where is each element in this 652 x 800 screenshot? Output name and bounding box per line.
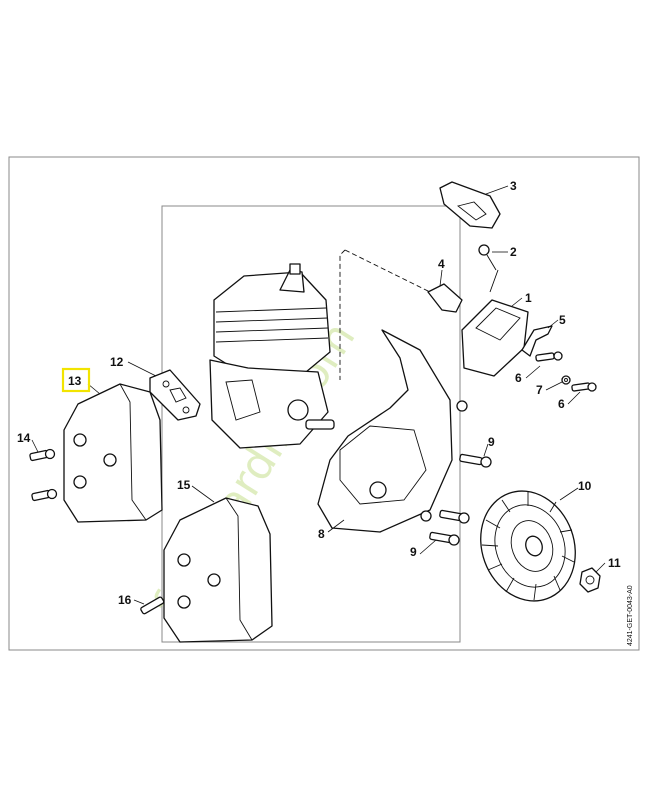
label-11: 11 (608, 556, 621, 570)
label-14: 14 (17, 431, 31, 445)
part-2-spring (478, 244, 497, 271)
dashed-leader (339, 249, 346, 380)
label-9b: 9 (410, 545, 417, 559)
label-7: 7 (536, 383, 543, 397)
part-10-flywheel (480, 490, 576, 602)
screw-9-upper (459, 453, 492, 468)
part-8-fan-housing (317, 329, 468, 533)
highlight-box (61, 367, 91, 393)
outer-frame (8, 156, 640, 651)
screw-14-lower (31, 488, 58, 502)
part-15-muffler (163, 497, 273, 643)
screw-6-lower (571, 382, 597, 392)
label-5: 5 (559, 313, 566, 327)
part-4-bracket (427, 283, 463, 313)
washer-7 (561, 375, 571, 385)
label-10: 10 (578, 479, 592, 493)
leader-lines (31, 185, 606, 605)
label-8: 8 (318, 527, 325, 541)
label-4: 4 (438, 257, 445, 271)
label-12: 12 (110, 355, 124, 369)
label-9a: 9 (488, 435, 495, 449)
part-labels: 1 2 3 4 5 6 7 6 8 9 9 10 11 12 13 14 15 … (17, 179, 621, 607)
part-1-ignition-module (461, 269, 529, 377)
part-3-cover (439, 181, 501, 229)
screw-6-upper (535, 351, 563, 362)
screw-9-middle (439, 509, 470, 524)
part-5-clip (521, 325, 553, 357)
label-15: 15 (177, 478, 191, 492)
label-6a: 6 (515, 371, 522, 385)
part-16-stud (140, 596, 165, 615)
label-2: 2 (510, 245, 517, 259)
engine-cylinder (209, 263, 335, 449)
inner-frame (161, 205, 461, 643)
label-1: 1 (525, 291, 532, 305)
label-6b: 6 (558, 397, 565, 411)
part-11-nut (579, 567, 601, 593)
label-3: 3 (510, 179, 517, 193)
label-13: 13 (68, 374, 82, 388)
screw-14-upper (29, 448, 56, 462)
part-13-muffler (63, 383, 163, 523)
dashed-leader-top (344, 249, 431, 293)
label-16: 16 (118, 593, 132, 607)
screw-9-lower (429, 531, 460, 546)
reference-code: 4241-GET-0043-A0 (627, 585, 634, 646)
